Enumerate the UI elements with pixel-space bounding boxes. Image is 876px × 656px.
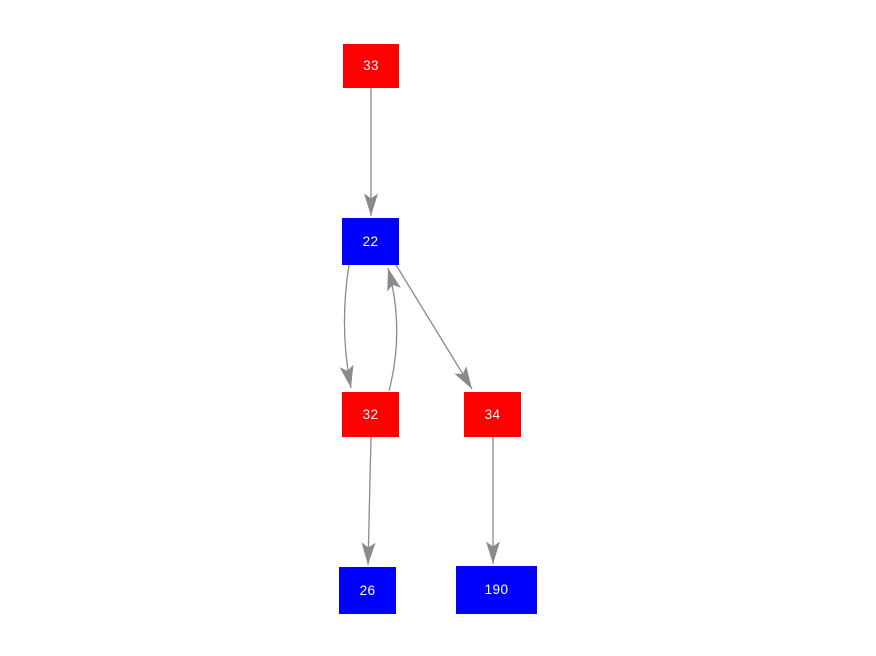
edge-22-32	[339, 264, 354, 389]
node-label: 33	[363, 58, 379, 74]
edge-22-34	[395, 264, 473, 390]
node-label: 34	[484, 406, 501, 422]
node-label: 26	[359, 582, 376, 598]
node-label: 190	[484, 582, 509, 598]
node-label: 32	[362, 406, 379, 422]
node-label: 22	[362, 233, 379, 249]
graph-node-190[interactable]: 190	[456, 566, 537, 614]
edge-32-22	[387, 267, 401, 392]
graph-node-34[interactable]: 34	[464, 392, 521, 437]
edges-group	[339, 88, 500, 566]
graph-node-22[interactable]: 22	[342, 218, 399, 265]
graph-node-33[interactable]: 33	[343, 44, 399, 88]
graph-node-32[interactable]: 32	[342, 392, 399, 437]
edge-32-26	[361, 436, 376, 566]
graph-node-26[interactable]: 26	[339, 567, 396, 614]
